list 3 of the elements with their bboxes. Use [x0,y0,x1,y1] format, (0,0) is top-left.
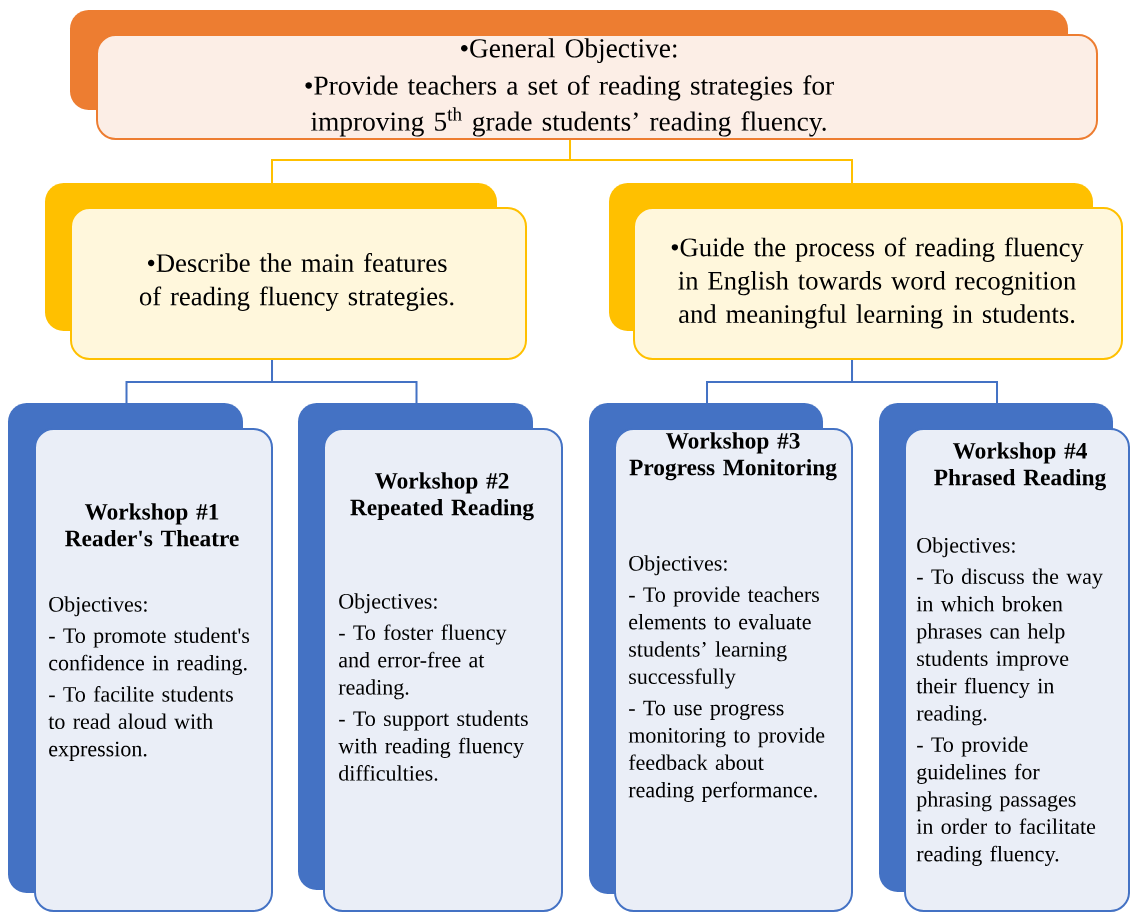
connector [569,139,853,184]
connector [271,359,418,404]
connector [851,359,998,404]
